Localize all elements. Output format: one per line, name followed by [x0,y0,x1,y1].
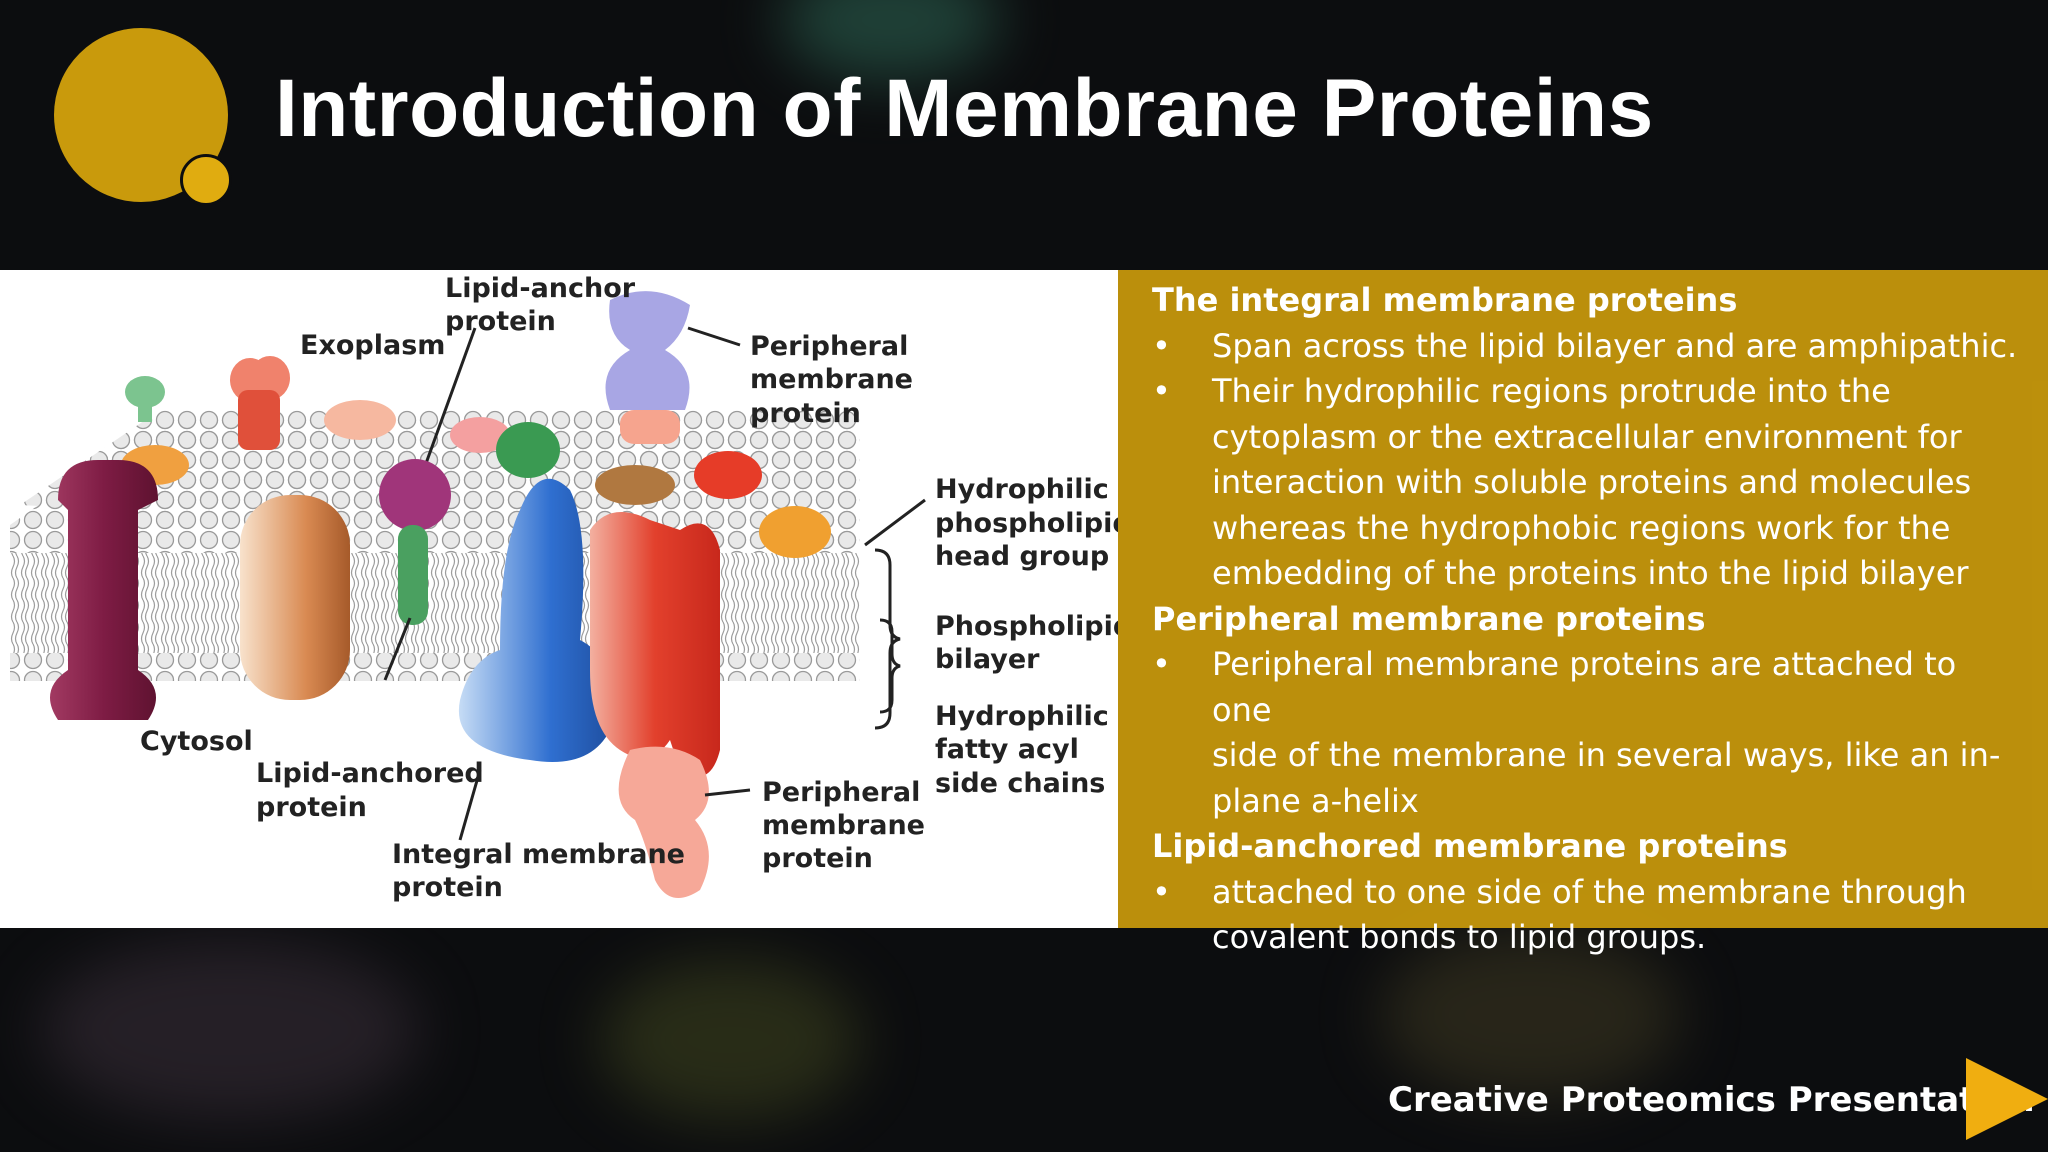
label-lipid-anchored-1: Lipid-anchored [256,758,484,789]
section-heading: Peripheral membrane proteins [1152,599,1706,638]
label-integral-2: protein [392,872,503,903]
section-heading: Lipid-anchored membrane proteins [1152,827,1788,865]
bullet-line: side of the membrane in several ways, li… [1212,736,2001,774]
page-title: Introduction of Membrane Proteins [275,63,1654,154]
bullet-dot: • [1152,872,1171,911]
label-exoplasm: Exoplasm [300,330,445,361]
label-leaders [383,326,926,841]
peripheral-protein-top [605,291,690,444]
label-acyl-1: Hydrophilic [935,701,1109,732]
label-bilayer-1: Phospholipid [935,611,1118,642]
label-lipid-anchor-1: Lipid-anchor [445,273,636,304]
next-slide-arrow-icon[interactable] [1966,1058,2048,1140]
peripheral-protein-bottom [618,746,709,898]
bullet-line: interaction with soluble proteins and mo… [1212,463,1972,501]
bullet-line: covalent bonds to lipid groups. [1212,918,1707,956]
bullet-line: Their hydrophilic regions protrude into … [1212,372,1891,410]
bullet-item: • attached to one side of the membrane t… [1152,870,2024,961]
label-lipid-anchored-2: protein [256,792,367,823]
background-decoration [600,960,860,1120]
integral-protein-blue [458,478,612,762]
figure-labels: Exoplasm Cytosol Lipid-anchor protein Pe… [140,273,1118,903]
membrane-diagram: Exoplasm Cytosol Lipid-anchor protein Pe… [0,270,1118,928]
bullet-dot: • [1152,645,1171,683]
bullet-dot: • [1152,326,1171,365]
label-integral-1: Integral membrane [392,839,685,870]
label-head-3: head group [935,541,1109,572]
bullet-line: whereas the hydrophobic regions work for… [1212,508,1951,547]
bullet-line: cytoplasm or the extracellular environme… [1212,417,1962,456]
bullet-item: • Peripheral membrane proteins are attac… [1152,642,2024,824]
logo-dot [180,154,232,206]
bullet-dot: • [1152,372,1171,410]
lipid-anchor-protein [379,327,477,625]
label-head-2: phospholipid [935,508,1118,539]
bullet-line: attached to one side of the membrane thr… [1212,872,1967,911]
label-acyl-2: fatty acyl [935,734,1079,765]
bullet-line: Peripheral membrane proteins are attache… [1212,645,1957,729]
label-cytosol: Cytosol [140,726,253,757]
label-bilayer-2: bilayer [935,644,1040,675]
label-acyl-3: side chains [935,768,1105,799]
bullet-line: plane a-helix [1212,781,1419,820]
label-peripheral-top-2: membrane [750,364,913,395]
bullet-line: Span across the lipid bilayer and are am… [1212,326,2018,365]
title-bar: Introduction of Membrane Proteins [0,0,2048,270]
background-decoration [40,940,420,1120]
section-heading: The integral membrane proteins [1152,281,1738,319]
bullet-item: • Their hydrophilic regions protrude int… [1152,369,2024,597]
label-head-1: Hydrophilic [935,474,1109,505]
bullet-item: • Span across the lipid bilayer and are … [1152,324,2024,370]
label-lipid-anchor-2: protein [445,306,556,337]
integral-protein-red [590,512,720,777]
footer-label: Creative Proteomics Presentation [1388,1080,2035,1120]
text-panel: The integral membrane proteins • Span ac… [1118,270,2048,956]
background-decoration [1380,930,1680,1100]
label-peripheral-bottom-3: protein [762,843,873,874]
membrane-diagram-svg: Exoplasm Cytosol Lipid-anchor protein Pe… [10,273,1118,903]
integral-protein-barrel [240,495,350,700]
bullet-line: embedding of the proteins into the lipid… [1212,554,1969,592]
label-peripheral-bottom-2: membrane [762,810,925,841]
label-peripheral-top-1: Peripheral [750,331,908,362]
label-peripheral-top-3: protein [750,398,861,429]
exoplasm-surface-proteins [121,356,831,558]
channel-protein [50,460,158,720]
label-peripheral-bottom-1: Peripheral [762,777,920,808]
